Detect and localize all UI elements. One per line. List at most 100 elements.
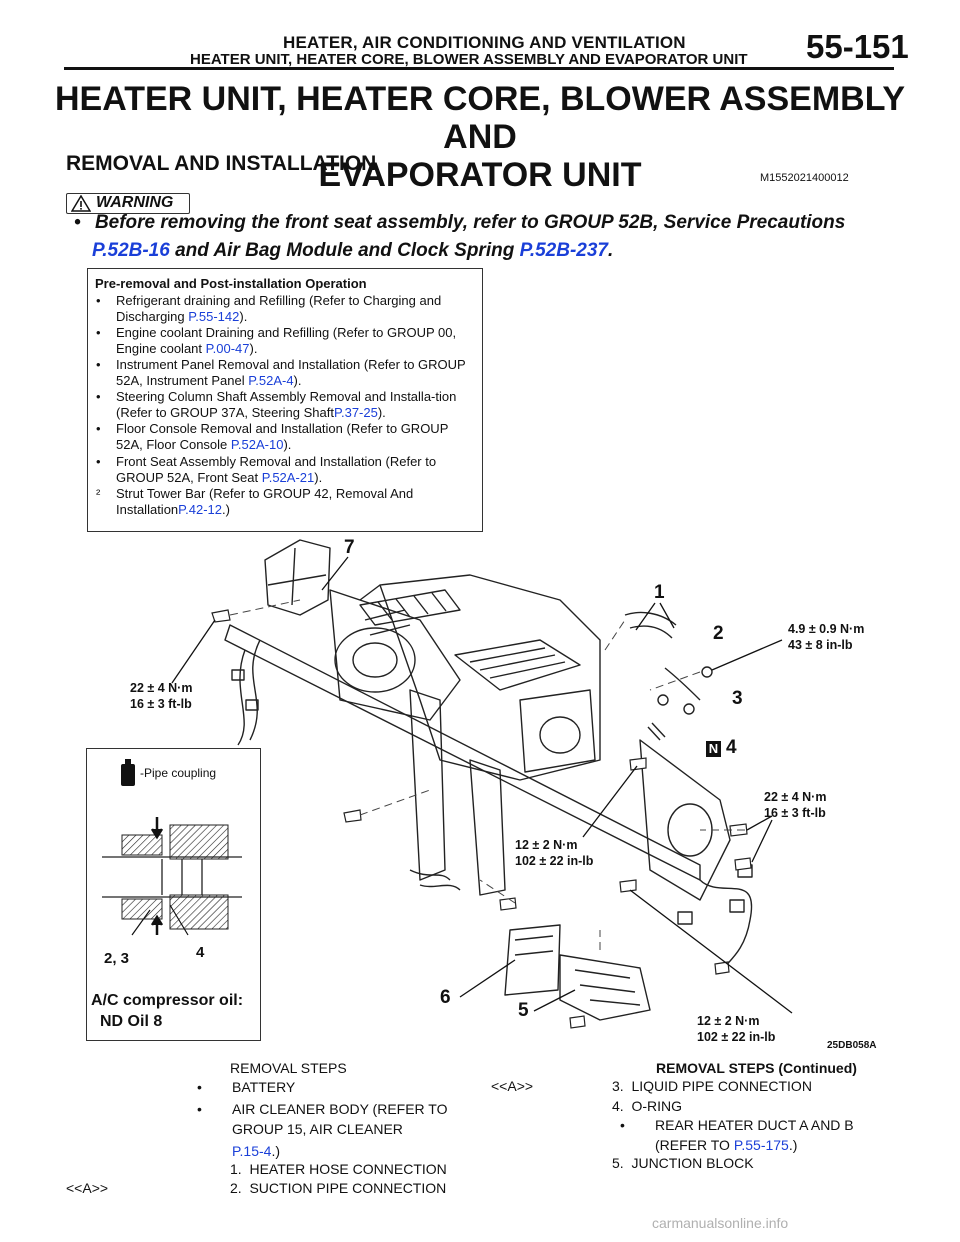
pre-removal-text: Instrument Panel Removal and Installatio… <box>116 357 466 388</box>
warning-badge <box>66 193 190 214</box>
bolt-icon <box>211 609 231 623</box>
pipe-coupling-label: -Pipe coupling <box>140 766 217 780</box>
step-battery-text: BATTERY <box>232 1079 296 1095</box>
section-title: REMOVAL AND INSTALLATION <box>66 152 377 175</box>
pre-removal-link[interactable]: P.52A-4 <box>248 373 294 388</box>
warning-line-1: • Before removing the front seat assembl… <box>74 212 845 234</box>
warning-link-1[interactable]: P.52B-16 <box>92 240 170 261</box>
leader-line-torque-center <box>582 765 638 838</box>
step-rear-duct-line1: REAR HEATER DUCT A AND B <box>655 1117 854 1133</box>
pre-removal-link[interactable]: P.42-12 <box>178 502 223 517</box>
pre-removal-text: Steering Column Shaft Assembly Removal a… <box>116 389 457 420</box>
leader-line-6 <box>459 959 516 998</box>
pre-removal-tail: ). <box>249 341 258 356</box>
pre-removal-bullet: • <box>96 357 101 372</box>
bolt-icon <box>629 757 647 771</box>
suction-pipe <box>664 667 701 701</box>
figure-code: 25DB058A <box>827 1040 877 1051</box>
main-title: HEATER UNIT, HEATER CORE, BLOWER ASSEMBL… <box>40 80 920 194</box>
pre-removal-tail: ). <box>293 373 302 388</box>
inset-label-2-3: 2, 3 <box>104 950 130 967</box>
pre-removal-tail: ). <box>377 405 386 420</box>
pre-removal-title: Pre-removal and Post-installation Operat… <box>95 276 367 291</box>
callout-1: 1 <box>654 582 665 603</box>
pre-removal-link[interactable]: P.00-47 <box>205 341 250 356</box>
step-air-cleaner-line1: AIR CLEANER BODY (REFER TO <box>232 1101 448 1117</box>
junction-block <box>559 954 651 1021</box>
warning-label: WARNING <box>96 194 174 211</box>
step-air-cleaner: • AIR CLEANER BODY (REFER TO GROUP 15, A… <box>197 1099 482 1161</box>
right-bracket <box>639 739 731 901</box>
pre-removal-text: Floor Console Removal and Installation (… <box>116 421 449 452</box>
leader-line-torque-top <box>711 639 783 671</box>
pre-removal-bullet: • <box>96 293 101 308</box>
pre-removal-item: • Front Seat Assembly Removal and Install… <box>96 454 476 486</box>
pre-removal-text: Front Seat Assembly Removal and Installa… <box>116 454 437 485</box>
bolt-icon <box>714 961 730 975</box>
main-title-line1: HEATER UNIT, HEATER CORE, BLOWER ASSEMBL… <box>54 80 906 156</box>
pre-removal-bullet: ² <box>96 486 101 501</box>
support-member <box>224 624 701 881</box>
bolt-icon <box>619 879 637 893</box>
step-air-cleaner-line2: GROUP 15, AIR CLEANER <box>232 1121 403 1137</box>
leader-line-torque-bottom <box>629 889 793 1014</box>
callout-5: 5 <box>518 1000 529 1021</box>
callout-3: 3 <box>732 688 743 709</box>
wiring-harness-left <box>237 639 261 746</box>
step-2: 2. SUCTION PIPE CONNECTION <box>230 1180 447 1196</box>
leader-line-torque-left <box>171 619 216 684</box>
air-cleaner-link[interactable]: P.15-4 <box>232 1143 272 1159</box>
step-4: 4. O-RING <box>612 1098 683 1114</box>
step-rear-duct: • REAR HEATER DUCT A AND B (REFER TO P.5… <box>620 1115 895 1155</box>
heater-hoses <box>624 611 677 639</box>
pipe-coupling-inset <box>86 748 261 1041</box>
callout-4: 4 <box>726 737 737 758</box>
warning-triangle-icon <box>71 195 91 212</box>
warning-bullet: • <box>74 212 81 233</box>
torque-label-bottom-right: 12 ± 2 N·m 102 ± 22 in-lb <box>697 1014 776 1044</box>
pre-removal-link[interactable]: P.52A-10 <box>230 437 284 452</box>
warning-text-1: Before removing the front seat assembly,… <box>94 212 846 233</box>
n-badge: N <box>706 741 721 757</box>
evaporator-top <box>454 639 581 691</box>
pre-removal-bullet: • <box>96 421 101 436</box>
callout-6: 6 <box>440 987 451 1008</box>
pre-removal-bullet: • <box>96 389 101 404</box>
leader-line-1 <box>635 602 675 631</box>
warning-link-2[interactable]: P.52B-237 <box>519 240 608 261</box>
pre-removal-bullet: • <box>96 454 101 469</box>
callout-7: 7 <box>344 537 355 558</box>
pre-removal-item: • Floor Console Removal and Installation … <box>96 421 476 453</box>
pre-removal-item: • Steering Column Shaft Assembly Removal … <box>96 389 476 421</box>
pre-removal-tail: ). <box>239 309 248 324</box>
main-title-line2: EVAPORATOR UNIT <box>318 156 642 194</box>
torque-label-top-right: 4.9 ± 0.9 N·m 43 ± 8 in-lb <box>788 622 865 652</box>
pre-removal-link[interactable]: P.52A-21 <box>261 470 315 485</box>
leader-line-7 <box>321 556 349 591</box>
pre-removal-link[interactable]: P.37-25 <box>333 405 378 420</box>
torque-label-center: 12 ± 2 N·m 102 ± 22 in-lb <box>515 838 594 868</box>
pre-removal-tail: ). <box>314 470 323 485</box>
rear-duct-link[interactable]: P.55-175 <box>733 1137 789 1153</box>
step-bullet: • <box>197 1079 202 1095</box>
bolt-icon <box>499 897 517 911</box>
pre-removal-box <box>87 268 483 532</box>
header-title: HEATER, AIR CONDITIONING AND VENTILATION <box>283 33 686 52</box>
leader-line-torque-mid <box>746 815 773 863</box>
torque-label-mid-right: 22 ± 4 N·m 16 ± 3 ft-lb <box>764 790 827 820</box>
center-brace <box>409 689 446 881</box>
pre-removal-tail: ). <box>283 437 292 452</box>
torque-label-left: 22 ± 4 N·m 16 ± 3 ft-lb <box>130 681 193 711</box>
pre-removal-item: • Instrument Panel Removal and Installati… <box>96 357 476 389</box>
o-ring-fitting <box>647 722 666 741</box>
pre-removal-link[interactable]: P.55-142 <box>188 309 240 324</box>
callout-2: 2 <box>713 623 724 644</box>
step-bullet: • <box>197 1101 202 1117</box>
step-3-mark: <<A>> <box>491 1078 534 1094</box>
heater-unit <box>379 574 601 781</box>
junction-bracket <box>504 924 561 996</box>
blower-assembly <box>329 589 461 721</box>
oil-spec-line-2: ND Oil 8 <box>100 1013 163 1030</box>
step-bullet: • <box>620 1117 625 1133</box>
